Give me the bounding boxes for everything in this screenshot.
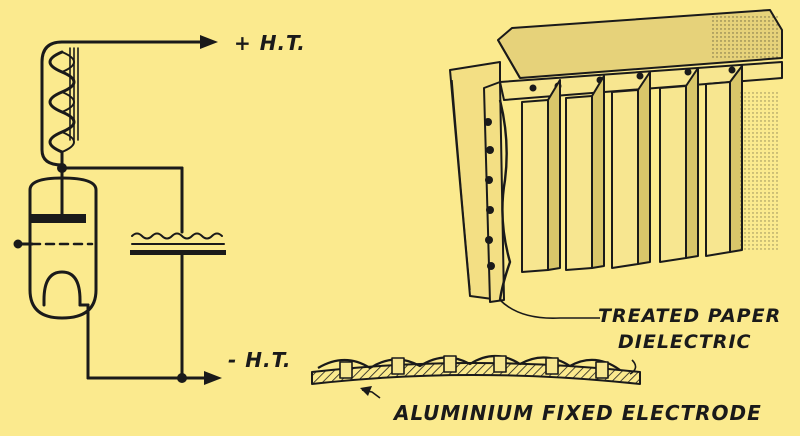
inductor-coil (48, 47, 79, 154)
minus-ht-label: - H.T. (228, 348, 291, 372)
cross-section (311, 354, 641, 385)
dielectric-leader-2 (629, 359, 637, 375)
rivets-side (484, 118, 495, 270)
capacitor-plates (521, 65, 743, 273)
capacitor-construction (311, 9, 783, 399)
corrugated-dielectric (317, 354, 621, 371)
plus-ht-label: + H.T. (234, 31, 306, 55)
ht-positive-wire (40, 40, 64, 167)
variable-capacitor (130, 232, 226, 380)
electrode-label: ALUMINIUM FIXED ELECTRODE (392, 401, 762, 425)
circuit-schematic (13, 35, 226, 385)
dielectric-label-line2: DIELECTRIC (618, 331, 751, 353)
inner-frame (483, 81, 505, 303)
valve-anode (30, 214, 86, 223)
valve-heater (42, 270, 82, 302)
dielectric-label-line1: TREATED PAPER (598, 305, 781, 327)
dielectric-sheet (498, 99, 512, 301)
dielectric-leader (499, 299, 600, 319)
valve-envelope (28, 176, 98, 320)
ht-positive-arrow (200, 35, 218, 49)
ht-negative-arrow (204, 371, 222, 385)
